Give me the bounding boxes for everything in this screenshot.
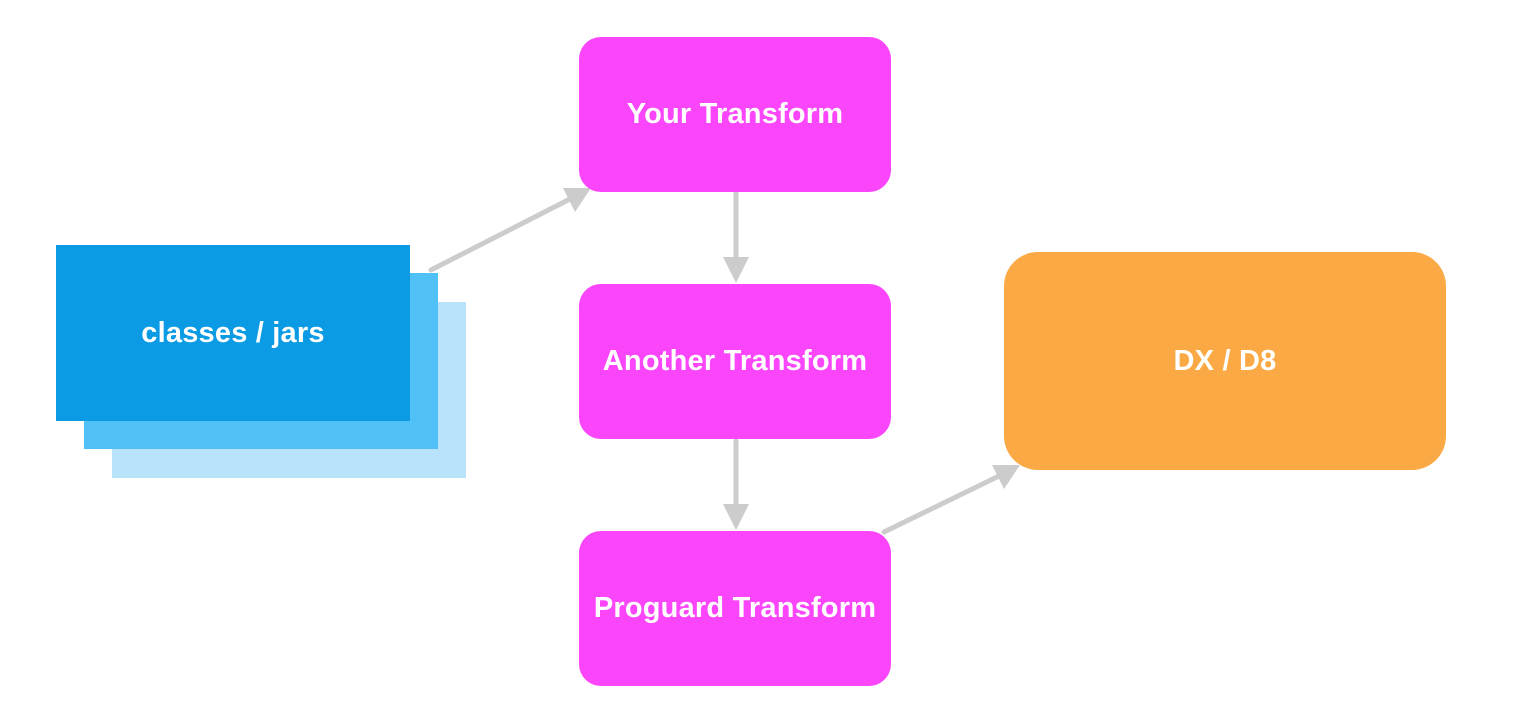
edge-another-to-proguard-transform bbox=[723, 438, 749, 530]
proguard-transform-label: Proguard Transform bbox=[593, 592, 877, 624]
edge-proguard-to-dx bbox=[881, 465, 1020, 535]
node-another-transform: Another Transform bbox=[579, 284, 891, 439]
your-transform-label: Your Transform bbox=[626, 98, 844, 130]
edge-source-to-your-transform bbox=[428, 188, 591, 273]
arrowhead-icon bbox=[723, 257, 749, 283]
dx-d8-label: DX / D8 bbox=[1173, 344, 1277, 377]
arrowhead-icon bbox=[563, 188, 591, 212]
another-transform-label: Another Transform bbox=[602, 345, 868, 377]
node-your-transform: Your Transform bbox=[579, 37, 891, 192]
connector-line bbox=[881, 473, 1002, 535]
arrowhead-icon bbox=[992, 465, 1020, 489]
source-node-label: classes / jars bbox=[141, 316, 325, 349]
node-dx-d8: DX / D8 bbox=[1004, 252, 1446, 470]
connector-line bbox=[428, 196, 573, 273]
node-proguard-transform: Proguard Transform bbox=[579, 531, 891, 686]
source-node-classes-jars: classes / jars bbox=[56, 245, 410, 421]
arrowhead-icon bbox=[723, 504, 749, 530]
edge-your-to-another-transform bbox=[723, 190, 749, 283]
